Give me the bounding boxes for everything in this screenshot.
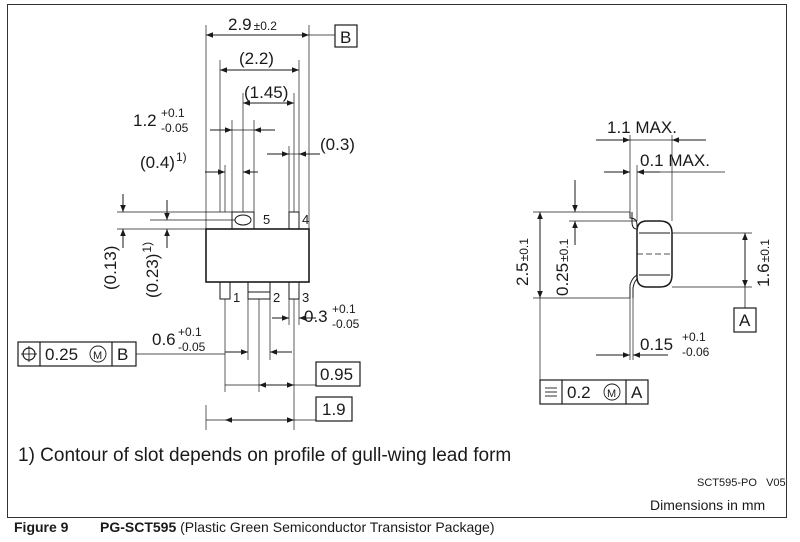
position-tol-datum: B — [117, 345, 128, 364]
mmc-icon-side — [603, 383, 621, 401]
pin-4-label: 4 — [302, 212, 309, 227]
position-tol-modifier: M — [93, 350, 102, 362]
side-body — [636, 220, 673, 288]
figure-caption: Figure 9 PG-SCT595 (Plastic Green Semicon… — [14, 519, 495, 535]
dim-side-lead-thickness-plus: +0.1 — [682, 330, 706, 344]
dim-lead-height-tol: ±0.1 — [557, 238, 571, 262]
coplanarity-modifier: M — [607, 388, 616, 400]
dim-body-height-tol: ±0.1 — [758, 239, 772, 263]
pin-1-label: 1 — [233, 290, 240, 305]
dim-lead-thickness-minus: -0.05 — [332, 317, 360, 331]
dim-slot-depth: (0.23) — [143, 254, 162, 298]
datum-b-box — [334, 24, 358, 48]
position-tol-value: 0.25 — [45, 345, 78, 364]
svg-text:2.5±0.1: 2.5±0.1 — [513, 238, 532, 286]
upper-gull-wing-lead — [629, 212, 638, 233]
svg-text:0.25±0.1: 0.25±0.1 — [553, 238, 572, 296]
lead-1 — [219, 281, 231, 300]
dim-lead-width-bottom-plus: +0.1 — [178, 325, 202, 339]
dim-stand-off: (0.13) — [101, 246, 120, 290]
side-view — [533, 135, 757, 405]
dim-lead-width: 1.2 — [133, 111, 157, 130]
dim-max-length: 1.1 MAX. — [607, 118, 677, 137]
top-view — [17, 24, 361, 430]
dim-slot-depth-ref: 1) — [140, 242, 154, 253]
lead-3 — [288, 281, 300, 300]
svg-text:2.9±0.2: 2.9±0.2 — [228, 15, 277, 34]
dim-pitch: 0.95 — [320, 365, 353, 384]
drawing-code: SCT595-PO V05 — [697, 477, 786, 489]
datum-b-label: B — [340, 28, 351, 47]
dim-height-total-tol: ±0.1 — [517, 238, 531, 262]
position-tolerance-frame — [17, 341, 225, 367]
svg-text:(0.4)1): (0.4)1) — [140, 150, 187, 172]
dim-width-total-tol: ±0.2 — [254, 19, 278, 33]
svg-text:(0.23)1): (0.23)1) — [140, 242, 162, 298]
dim-slot-width: (0.4) — [140, 153, 175, 172]
drawing-frame — [7, 4, 787, 518]
lead-4 — [288, 211, 300, 230]
dim-lead-width-bottom: 0.6 — [152, 330, 176, 349]
units-note: Dimensions in mm — [650, 497, 765, 513]
dim-width-total: 2.9 — [228, 15, 252, 34]
dim-pitch-double: 1.9 — [322, 400, 346, 419]
coplanarity-frame — [539, 379, 649, 405]
dim-lead-width-plus: +0.1 — [161, 106, 185, 120]
lead-slot — [234, 214, 252, 226]
dim-lead-thickness: 0.3 — [304, 307, 328, 326]
dim-lead-width-bottom-minus: -0.05 — [178, 340, 206, 354]
coplanarity-value: 0.2 — [567, 383, 591, 402]
dim-lead-height: 0.25 — [553, 263, 572, 296]
coplanarity-datum: A — [631, 383, 643, 402]
package-body — [205, 228, 310, 283]
top-view-labels: 2.9±0.2 B (2.2) (1.45) 1.2 +0.1 -0.05 (0… — [45, 15, 360, 419]
pitch-double-box — [315, 396, 353, 422]
dim-inner-width: (2.2) — [239, 49, 274, 68]
pin-2-label: 2 — [273, 290, 280, 305]
footnote: 1) Contour of slot depends on profile of… — [18, 445, 511, 466]
mmc-icon — [89, 345, 107, 363]
datum-a-label: A — [739, 311, 751, 330]
side-view-labels: 1.1 MAX. 0.1 MAX. 2.5±0.1 0.25±0.1 1.6±0… — [513, 118, 773, 402]
dim-side-lead-thickness: 0.15 — [640, 335, 673, 354]
lower-gull-wing-lead — [629, 274, 638, 298]
figure-label: Figure 9 — [14, 519, 69, 535]
svg-text:1.6±0.1: 1.6±0.1 — [754, 239, 773, 287]
pin-5-label: 5 — [263, 212, 270, 227]
dim-lead-thickness-plus: +0.1 — [332, 302, 356, 316]
lead-2 — [247, 281, 271, 300]
dim-lead-width-minus: -0.05 — [161, 121, 189, 135]
dim-max-offset: 0.1 MAX. — [640, 151, 710, 170]
package-description: (Plastic Green Semiconductor Transistor … — [176, 519, 495, 535]
dim-side-lead-thickness-minus: -0.06 — [682, 345, 710, 359]
dim-slot-note-ref: 1) — [176, 150, 187, 164]
datum-a-box — [733, 307, 757, 333]
dim-lead-gap: (0.3) — [320, 135, 355, 154]
dim-body-height: 1.6 — [754, 263, 773, 287]
package-name: PG-SCT595 — [100, 519, 177, 535]
dim-lead-span: (1.45) — [244, 83, 288, 102]
pin-3-label: 3 — [302, 290, 309, 305]
pitch-box — [315, 361, 361, 387]
dim-height-total: 2.5 — [513, 262, 532, 286]
